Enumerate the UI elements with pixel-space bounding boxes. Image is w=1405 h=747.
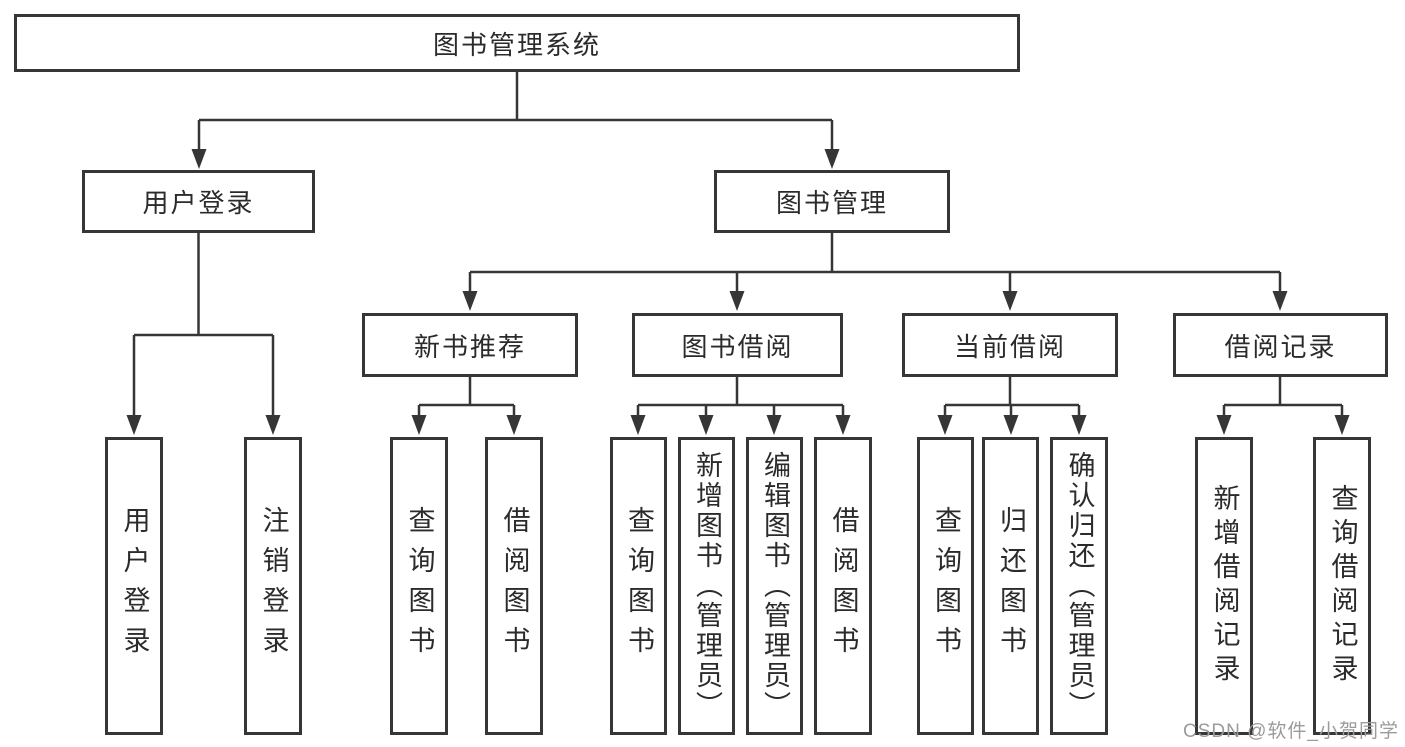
arrowhead: [191, 149, 207, 169]
arrowheads: [126, 149, 1350, 435]
node-user-login-label: 用户登录: [142, 188, 255, 218]
node-leaf-confirm-return: 确认归还（管理员）: [1050, 437, 1108, 735]
node-borrow-record-label: 借阅记录: [1224, 331, 1337, 362]
node-leaf-logout-label: 注销登录: [258, 506, 289, 666]
node-leaf-borrow-book-b: 借阅图书: [814, 437, 872, 735]
connector-paths: [132, 72, 1344, 421]
arrowhead: [698, 415, 714, 435]
node-leaf-add-book: 新增图书（管理员）: [678, 437, 735, 735]
node-leaf-user-login: 用户登录: [105, 437, 163, 735]
arrowhead: [1002, 291, 1018, 311]
node-current-borrow: 当前借阅: [902, 313, 1118, 377]
arrowhead: [1216, 415, 1232, 435]
node-leaf-return-book: 归还图书: [982, 437, 1039, 735]
arrowhead: [1272, 291, 1288, 311]
node-leaf-query-book-b-label: 查询图书: [624, 506, 654, 666]
arrowhead: [265, 415, 281, 435]
arrowhead: [411, 415, 427, 435]
node-root: 图书管理系统: [14, 14, 1020, 72]
node-leaf-query-record-label: 查询借阅记录: [1327, 484, 1358, 688]
node-leaf-return-book-label: 归还图书: [996, 506, 1026, 666]
node-leaf-borrow-book-a: 借阅图书: [485, 437, 543, 735]
arrowhead: [1334, 415, 1350, 435]
node-book-mgmt: 图书管理: [714, 170, 950, 233]
node-book-borrow-label: 图书借阅: [681, 331, 794, 362]
node-leaf-edit-book-label: 编辑图书（管理员）: [760, 451, 790, 721]
arrowhead: [1071, 415, 1087, 435]
arrowhead: [824, 149, 840, 169]
node-user-login: 用户登录: [82, 170, 315, 233]
node-book-borrow: 图书借阅: [632, 313, 843, 377]
csdn-watermark: CSDN @软件_小贺同学: [1183, 721, 1399, 742]
node-leaf-logout: 注销登录: [244, 437, 302, 735]
node-root-label: 图书管理系统: [432, 29, 601, 60]
connector-user-login: [132, 233, 275, 421]
node-leaf-add-record: 新增借阅记录: [1195, 437, 1253, 735]
node-leaf-confirm-return-label: 确认归还（管理员）: [1064, 451, 1095, 721]
node-borrow-record: 借阅记录: [1173, 313, 1388, 377]
node-leaf-query-book-c-label: 查询图书: [931, 506, 961, 666]
arrowhead: [506, 415, 522, 435]
node-leaf-query-book-a-label: 查询图书: [404, 506, 435, 666]
connector-current-borrow: [943, 377, 1081, 421]
arrowhead: [766, 415, 782, 435]
connector-book-borrow: [636, 377, 845, 421]
arrowhead: [462, 291, 478, 311]
node-current-borrow-label: 当前借阅: [953, 331, 1066, 362]
node-leaf-query-book-c: 查询图书: [917, 437, 974, 735]
connector-borrow-record: [1222, 377, 1344, 421]
arrowhead: [729, 291, 745, 311]
node-leaf-borrow-book-b-label: 借阅图书: [828, 506, 859, 666]
node-leaf-borrow-book-a-label: 借阅图书: [499, 506, 530, 666]
connector-new-book-rec: [417, 377, 516, 421]
arrowhead: [630, 415, 646, 435]
connector-root: [197, 72, 834, 155]
node-leaf-query-book-b: 查询图书: [610, 437, 667, 735]
node-leaf-add-book-label: 新增图书（管理员）: [692, 451, 722, 721]
arrowhead: [835, 415, 851, 435]
node-leaf-query-book-a: 查询图书: [390, 437, 448, 735]
arrowhead: [1003, 415, 1019, 435]
node-new-book-rec-label: 新书推荐: [413, 331, 526, 362]
node-leaf-add-record-label: 新增借阅记录: [1209, 484, 1240, 688]
arrowhead: [937, 415, 953, 435]
arrowhead: [126, 415, 142, 435]
node-leaf-query-record: 查询借阅记录: [1313, 437, 1371, 735]
connector-book-mgmt: [468, 233, 1282, 297]
node-book-mgmt-label: 图书管理: [775, 188, 888, 218]
node-new-book-rec: 新书推荐: [362, 313, 578, 377]
node-leaf-edit-book: 编辑图书（管理员）: [746, 437, 803, 735]
node-leaf-user-login-label: 用户登录: [119, 506, 150, 666]
